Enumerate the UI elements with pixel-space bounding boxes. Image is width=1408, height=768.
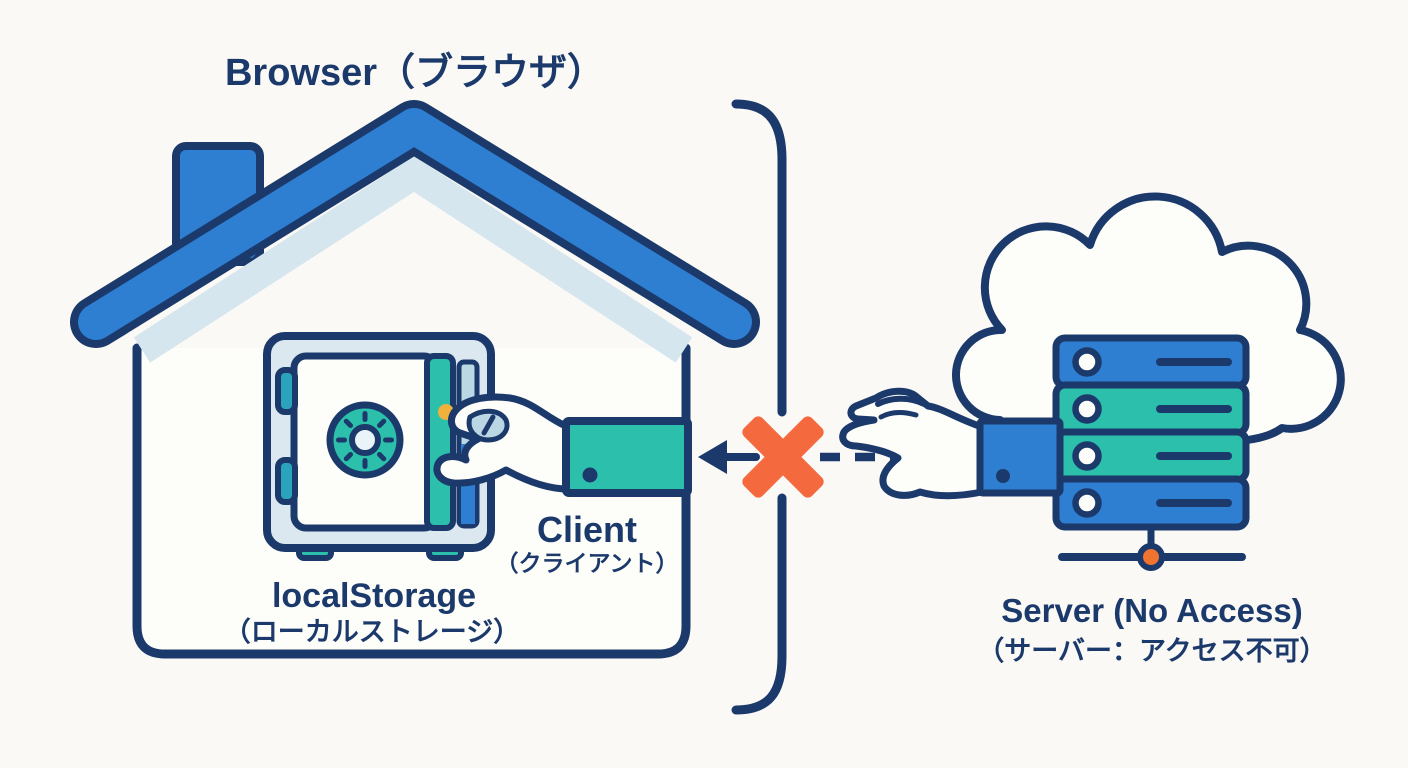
safe-hinge-top — [275, 367, 298, 415]
localstorage-label-en: localStorage — [272, 577, 476, 615]
server-row-leds — [1072, 347, 1102, 518]
safe-hinge-bottom — [275, 457, 298, 505]
safe-icon — [263, 332, 495, 561]
client-hand-icon — [433, 393, 692, 497]
safe-door-edge — [424, 353, 456, 531]
blue-cuff-icon — [976, 417, 1064, 497]
blocked-connection — [698, 416, 893, 498]
server-label-jp: （サーバー：アクセス不可） — [977, 636, 1326, 666]
server-group — [952, 192, 1345, 571]
server-label-en: Server (No Access) — [1001, 592, 1302, 629]
server-row-slots — [1156, 358, 1232, 507]
bracket-bottom — [731, 493, 787, 715]
dial-center — [349, 424, 381, 456]
sleeve-button — [582, 467, 598, 483]
boundary-bracket-icon — [731, 99, 787, 715]
server-stack-icon — [1052, 334, 1250, 531]
left-arrow-icon — [698, 440, 727, 474]
client-label-jp: （クライアント） — [495, 550, 678, 576]
blocked-x-icon — [742, 416, 824, 498]
teal-sleeve-icon — [562, 417, 692, 497]
browser-title: Browser（ブラウザ） — [225, 51, 605, 94]
server-hand-finger-line-2 — [878, 410, 919, 420]
dial-icon — [326, 401, 404, 479]
client-label-en: Client — [537, 509, 637, 550]
server-hand-icon — [839, 387, 1064, 500]
cuff-button — [996, 469, 1010, 483]
roof — [78, 108, 752, 340]
bracket-top — [731, 99, 787, 417]
server-hand — [839, 387, 986, 500]
localstorage-label-jp: （ローカルストレージ） — [224, 617, 520, 647]
roof-underside — [133, 156, 693, 363]
network-node-dot — [1137, 543, 1165, 571]
server-hand-finger-line-1 — [875, 395, 927, 407]
client-grip-line — [481, 414, 496, 436]
